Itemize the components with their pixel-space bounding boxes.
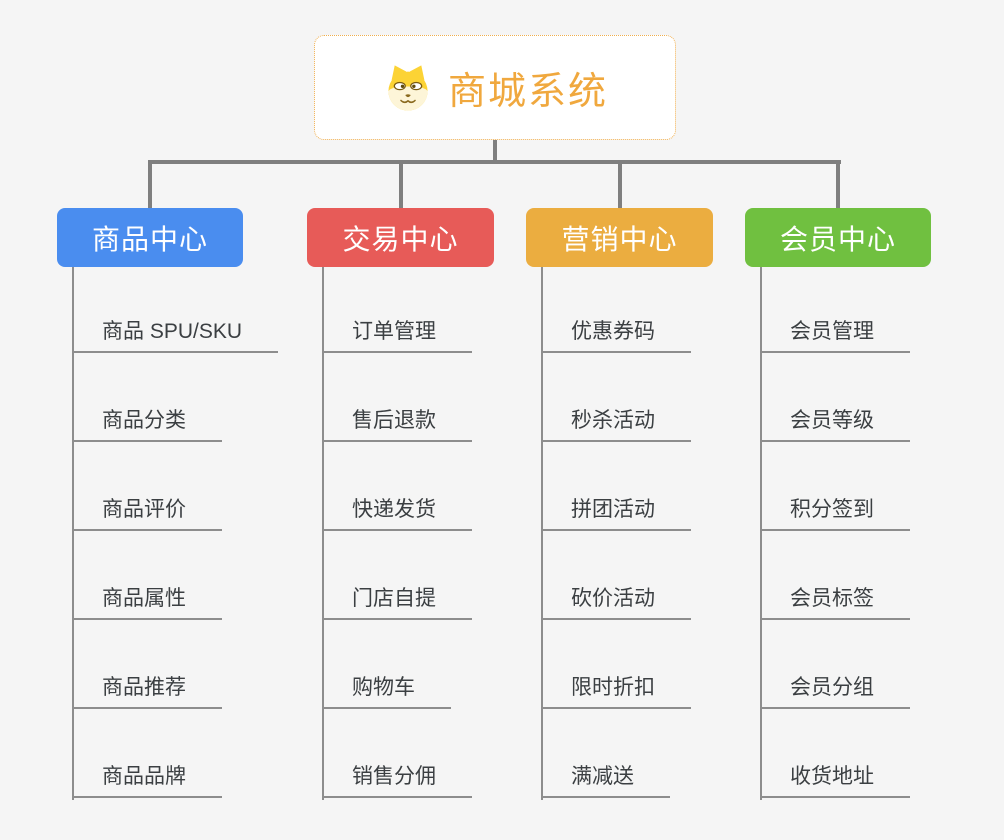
- connector-root-stem: [493, 140, 497, 164]
- leaf-node[interactable]: 收货地址: [760, 766, 910, 798]
- connector-drop-members: [836, 160, 840, 210]
- dog-face-icon: [388, 64, 428, 111]
- leaf-node[interactable]: 商品推荐: [72, 677, 222, 709]
- branch-node-marketing[interactable]: 营销中心: [526, 208, 713, 267]
- leaf-node[interactable]: 会员标签: [760, 588, 910, 620]
- leaf-node[interactable]: 快递发货: [322, 499, 472, 531]
- leaf-node[interactable]: 购物车: [322, 677, 451, 709]
- leaf-node[interactable]: 积分签到: [760, 499, 910, 531]
- connector-drop-trade: [398, 160, 403, 210]
- root-node-mall-system[interactable]: 商城系统: [314, 35, 676, 140]
- leaf-node[interactable]: 商品评价: [72, 499, 222, 531]
- connector-column-line-members: [760, 267, 762, 800]
- leaf-node[interactable]: 商品分类: [72, 410, 222, 442]
- leaf-node[interactable]: 会员等级: [760, 410, 910, 442]
- leaf-node[interactable]: 满减送: [541, 766, 670, 798]
- branch-node-products[interactable]: 商品中心: [57, 208, 243, 267]
- connector-drop-products: [148, 160, 152, 210]
- leaf-node[interactable]: 商品品牌: [72, 766, 222, 798]
- leaf-node[interactable]: 拼团活动: [541, 499, 691, 531]
- connector-column-line-marketing: [541, 267, 543, 800]
- leaf-node[interactable]: 秒杀活动: [541, 410, 691, 442]
- leaf-node[interactable]: 商品 SPU/SKU: [72, 321, 279, 353]
- leaf-node[interactable]: 订单管理: [322, 321, 472, 353]
- connector-column-line-trade: [322, 267, 324, 800]
- root-node-title: 商城系统: [447, 71, 608, 113]
- leaf-node[interactable]: 商品属性: [72, 588, 222, 620]
- leaf-node[interactable]: 会员管理: [760, 321, 910, 353]
- connector-bus: [148, 160, 841, 164]
- leaf-node[interactable]: 销售分佣: [322, 766, 472, 798]
- leaf-node[interactable]: 优惠券码: [541, 321, 691, 353]
- leaf-node[interactable]: 售后退款: [322, 410, 472, 442]
- leaf-node[interactable]: 门店自提: [322, 588, 472, 620]
- leaf-node[interactable]: 砍价活动: [541, 588, 691, 620]
- leaf-node[interactable]: 限时折扣: [541, 677, 691, 709]
- leaf-node[interactable]: 会员分组: [760, 677, 910, 709]
- branch-node-trade[interactable]: 交易中心: [307, 208, 494, 267]
- connector-column-line-products: [72, 267, 74, 800]
- connector-drop-marketing: [617, 160, 622, 210]
- branch-node-members[interactable]: 会员中心: [745, 208, 931, 267]
